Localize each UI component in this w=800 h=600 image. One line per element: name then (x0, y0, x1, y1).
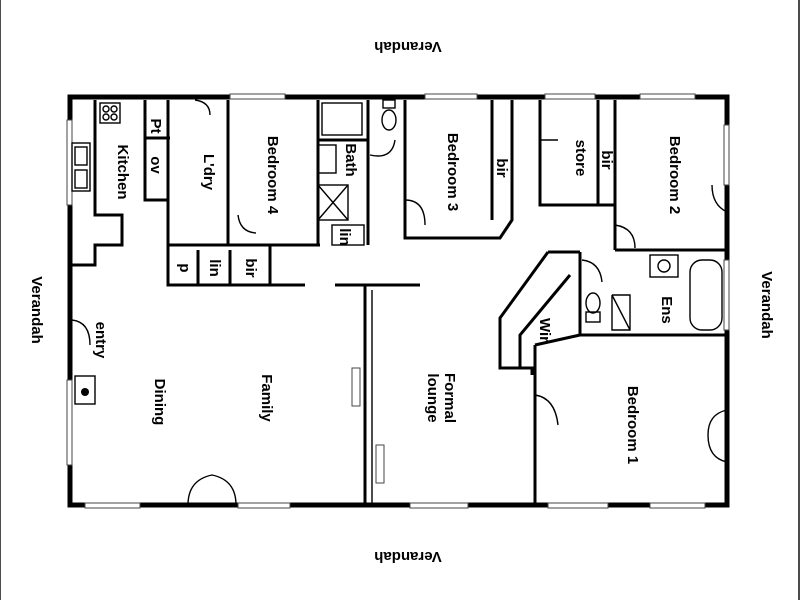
sliding-door (351, 367, 361, 407)
fireplace-icon (74, 375, 96, 405)
bath-tub-icon (689, 259, 723, 331)
window (639, 93, 696, 100)
bedroom1-top-wall (534, 333, 581, 347)
bedroom3-bir-label: bir (493, 158, 510, 177)
bedroom3-label: Bedroom 3 (444, 133, 461, 211)
french-door-swing (187, 474, 237, 506)
store-label: store (572, 140, 589, 177)
bedroom2-bir-label: bir (598, 150, 615, 169)
laundry-door-swing (194, 99, 211, 116)
ensuite-label: Ens (658, 296, 675, 324)
shower-icon (317, 184, 349, 221)
lounge-label: lounge (424, 373, 441, 422)
window (424, 93, 478, 100)
dining-label: Dining (151, 379, 168, 426)
pantry-small-label: p (176, 263, 193, 272)
kitchen-bench-wall (72, 100, 124, 267)
window (66, 379, 73, 466)
toilet-icon (585, 292, 601, 323)
bath-tub-icon (321, 102, 363, 136)
bath-label: Bath (342, 143, 359, 176)
bedroom1-ext-door-swing (707, 409, 728, 463)
bedroom1-label: Bedroom 1 (624, 386, 641, 464)
verandah-bottom-label: Verandah (374, 548, 442, 565)
shower-icon (611, 294, 631, 331)
window (723, 259, 730, 331)
bedroom2-label: Bedroom 2 (666, 136, 683, 214)
family-label: Family (258, 374, 275, 422)
bedroom4-door-swing (237, 214, 257, 234)
entry-label: entry (92, 322, 109, 359)
formal-label: Formal (441, 373, 458, 423)
wir-label: Wir (536, 318, 553, 342)
wir-outer-wall (498, 251, 550, 375)
window (547, 502, 609, 509)
laundry-label: L'dry (200, 154, 217, 191)
oven-label: ov (147, 156, 164, 174)
window (66, 119, 73, 206)
bedroom2-ext-door-swing (711, 184, 728, 213)
cooktop-icon (99, 102, 121, 124)
window (409, 502, 469, 509)
bedroom3-wall (403, 100, 514, 240)
ensuite-wall (578, 252, 727, 337)
double-sink-icon (71, 142, 91, 192)
basin-icon (649, 254, 679, 278)
verandah-top-label: Verandah (374, 38, 442, 55)
window (723, 124, 730, 186)
store-wall (538, 100, 615, 207)
basin-icon (317, 144, 337, 174)
kitchen-label: Kitchen (114, 144, 131, 199)
verandah-right-label: Verandah (758, 271, 775, 339)
bedroom3-door-swing (404, 199, 426, 226)
hall-bir-label: bir (242, 258, 259, 277)
bedroom2-door-swing (614, 224, 636, 249)
window (237, 502, 291, 509)
window (229, 93, 286, 100)
pantry-label: Pt (147, 119, 164, 134)
entry-door-swing (71, 319, 91, 346)
toilet-icon (381, 99, 397, 131)
wir-inner-wall (518, 274, 572, 368)
hall-linen-label: lin (206, 259, 223, 277)
sliding-door (375, 444, 385, 484)
verandah-left-label: Verandah (28, 276, 45, 344)
bath-linen-label: lin (336, 228, 353, 246)
window (544, 93, 596, 100)
toilet-door-swing (369, 139, 396, 157)
window (84, 502, 141, 509)
bedroom1-door-swing (534, 394, 559, 426)
pantry-wall (143, 100, 168, 202)
laundry-wall (166, 200, 230, 247)
linen-cupboard (331, 224, 365, 246)
ensuite-door-swing (581, 259, 603, 283)
hall-cupboards-wall (166, 245, 272, 287)
bedroom4-label: Bedroom 4 (264, 136, 281, 215)
window (649, 502, 706, 509)
